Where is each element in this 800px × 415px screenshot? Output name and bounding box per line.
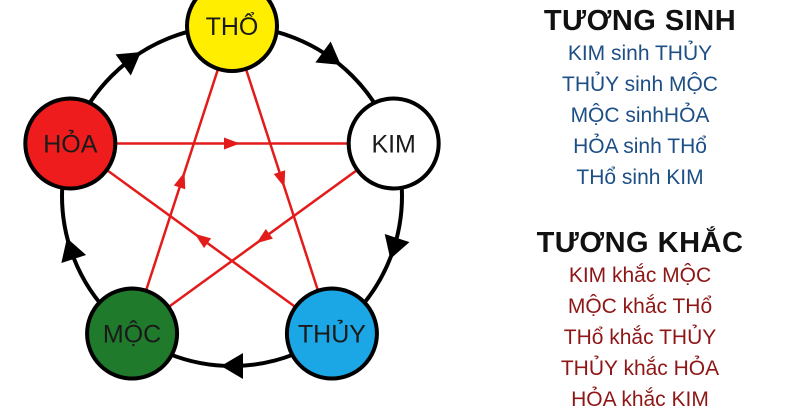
tuong-khac-title: TƯƠNG KHẮC [536,227,744,259]
element-node-thuy: THỦY [284,286,379,381]
tuong-sinh-item: HỎA sinh THổ [573,135,707,158]
generating-arrow-tho-to-kim [315,41,341,65]
element-label-tho: THỔ [206,11,259,41]
overcoming-arrow-thuy-to-hoa [194,233,212,249]
element-label-moc: MỘC [103,320,161,349]
overcoming-arrow-kim-to-moc [256,228,273,244]
generating-arrow-moc-to-hoa [61,238,87,264]
generating-arrow-kim-to-thuy [384,234,410,259]
overcoming-arrow-tho-to-thuy [273,170,286,188]
tuong-khac-item: MỘC khắc THổ [567,295,713,318]
tuong-sinh-item: MỘC sinhHỎA [570,104,710,127]
element-node-kim: KIM [346,96,441,191]
tuong-khac-list: KIM khắc MỘC MỘC khắc THổ THổ khắc THỦY … [505,260,775,415]
element-circle-hoa [23,96,118,191]
element-node-tho: THỔ [185,0,279,73]
element-circle-kim [346,96,441,191]
tuong-khac-item: KIM khắc MỘC [568,264,712,287]
overcoming-arrow-moc-to-tho [173,172,186,190]
element-node-hoa: HỎA [23,96,118,191]
tuong-khac-legend: TƯƠNG KHẮC KIM khắc MỘC MỘC khắc THổ THổ… [505,226,775,415]
tuong-sinh-title: TƯƠNG SINH [543,5,737,37]
tuong-khac-item: THổ khắc THỦY [563,326,717,349]
tuong-sinh-list: KIM sinh THỦY THỦY sinh MỘC MỘC sinhHỎA … [505,38,775,193]
element-label-hoa: HỎA [43,128,98,158]
tuong-sinh-legend: TƯƠNG SINH KIM sinh THỦY THỦY sinh MỘC M… [505,4,775,193]
element-circle-moc [85,286,180,381]
tuong-khac-item: THỦY khắc HỎA [560,357,720,380]
overcoming-arrow-hoa-to-kim [224,137,240,150]
element-circle-thuy [284,286,379,381]
generating-arrow-thuy-to-moc [221,353,243,379]
tuong-sinh-item: THổ sinh KIM [576,166,704,189]
generating-arrow-hoa-to-tho [115,52,141,76]
element-node-moc: MỘC [85,286,180,381]
element-label-kim: KIM [371,130,415,158]
element-label-thuy: THỦY [298,319,366,349]
five-elements-diagram: THỔ KIM THỦY MỘC HỎA [23,0,441,381]
element-circle-tho [185,0,279,73]
tuong-sinh-item: KIM sinh THỦY [567,42,713,65]
tuong-sinh-item: THỦY sinh MỘC [562,73,718,96]
